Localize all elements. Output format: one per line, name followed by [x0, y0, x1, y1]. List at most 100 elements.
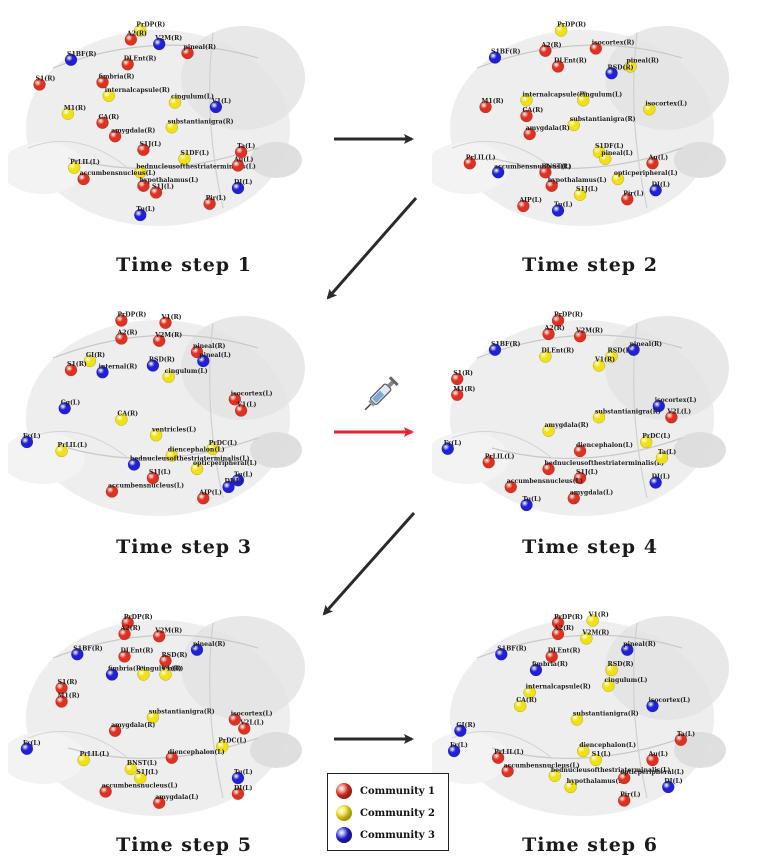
region-node-label: amygdala(L): [155, 794, 198, 801]
region-node-sphere: [488, 343, 502, 356]
region-node-label: S1J(L): [149, 469, 171, 476]
region-node-label: pineal(L): [601, 150, 633, 157]
region-node-label: isocortex(L): [231, 390, 273, 397]
region-node-label: DI(L): [652, 181, 671, 188]
region-node: S1(R): [450, 370, 473, 386]
region-node: cingulum(R): [137, 666, 183, 681]
region-node-label: RSD(R): [608, 64, 634, 71]
region-node: Pir(L): [621, 190, 644, 206]
region-node: Fr(L): [20, 433, 41, 449]
region-node-label: S1(R): [36, 76, 56, 83]
region-node-sphere: [639, 435, 653, 449]
region-node-label: substantianigra(R): [573, 711, 639, 718]
region-node: DI(L): [649, 474, 670, 489]
region-node-sphere: [165, 121, 179, 134]
region-node-label: Ta(L): [677, 731, 695, 738]
region-node-label: Pir(L): [620, 792, 641, 799]
region-node-label: AIP(L): [198, 489, 222, 496]
region-node-sphere: [181, 46, 194, 60]
region-node-sphere: [67, 161, 81, 174]
region-node: PrDP(R): [121, 614, 153, 629]
region-node-sphere: [617, 794, 631, 807]
region-node: S1BF(R): [71, 645, 103, 661]
region-node: A2(R): [542, 325, 565, 341]
legend: Community 1 Community 2 Community 3: [327, 773, 449, 851]
panel-time-step-4: PrDP(R)A2(R)V2M(R)S1BF(R)DLEnt(R)RSD(R)p…: [432, 298, 747, 523]
region-node-sphere: [454, 724, 467, 737]
region-node-sphere: [649, 476, 662, 489]
brain-outline: [432, 26, 729, 226]
region-node: Au(L): [646, 751, 668, 767]
region-node-label: hypothalamus(L): [139, 177, 198, 184]
region-node: accumbensnucleus(L): [105, 483, 184, 498]
region-node: V1(R): [159, 314, 182, 329]
region-node-label: accumbensnucleus(L): [507, 478, 583, 485]
region-node-label: Tu(L): [523, 496, 542, 503]
region-node-label: internalcapsule(R): [526, 684, 591, 691]
region-node-label: isocortex(R): [592, 40, 635, 47]
region-node-label: Ta(L): [237, 143, 255, 150]
region-node-sphere: [33, 78, 46, 91]
region-node-label: substantianigra(R): [570, 116, 636, 123]
region-node: substantianigra(R): [592, 408, 661, 424]
legend-item-community-2: Community 2: [336, 802, 440, 824]
region-node-sphere: [134, 166, 147, 179]
region-node: S1J(L): [573, 469, 598, 485]
region-node-sphere: [20, 435, 34, 449]
region-node: opticperipheral(L): [611, 170, 678, 186]
region-node: pineal(L): [599, 150, 633, 165]
region-node-sphere: [567, 492, 580, 505]
region-node-label: Fr(L): [23, 433, 41, 440]
region-node-sphere: [573, 444, 587, 458]
region-node-sphere: [450, 388, 464, 401]
region-node: CA(R): [520, 107, 543, 123]
region-node: S1BF(R): [488, 49, 520, 64]
region-node: bednucleusofthestriaterminalis(L): [548, 767, 670, 782]
region-node: amygdala(R): [542, 422, 589, 437]
region-node: Pir(L): [203, 195, 226, 210]
region-node-label: accumbensnucleus(L): [102, 783, 178, 790]
region-node: Tu(L): [520, 496, 542, 512]
region-node: RSD(R): [159, 652, 188, 668]
region-node-sphere: [159, 668, 172, 681]
region-node: substantianigra(R): [165, 118, 234, 134]
region-node: RSD(R): [146, 357, 175, 372]
region-node-label: S1BF(R): [497, 645, 526, 652]
region-node: cingulum(L): [602, 677, 648, 692]
region-node-sphere: [643, 103, 656, 116]
region-node-sphere: [118, 627, 131, 641]
region-node-label: V1(L): [236, 402, 256, 409]
region-node-sphere: [573, 471, 587, 485]
region-node: isocortex(R): [589, 40, 635, 55]
region-node-sphere: [599, 152, 612, 165]
region-node-label: pineal(R): [630, 341, 663, 348]
region-node-sphere: [108, 130, 122, 143]
region-node: cingulum(L): [162, 368, 208, 383]
region-node-sphere: [96, 116, 109, 129]
region-node-sphere: [539, 166, 552, 179]
region-node-label: Pir(L): [623, 190, 644, 197]
region-node-label: S1DF(L): [595, 143, 624, 150]
region-node-label: DI(L): [234, 785, 253, 792]
region-node: M1(R): [61, 105, 86, 120]
region-node: S1BF(R): [495, 645, 527, 661]
region-node-sphere: [190, 462, 204, 476]
region-node-label: PrLIL(L): [494, 749, 524, 756]
region-node-sphere: [159, 316, 172, 329]
label-time-step-1: Time step 1: [116, 254, 252, 276]
region-node-sphere: [134, 208, 147, 222]
region-node-sphere: [520, 109, 533, 123]
region-node-sphere: [592, 359, 606, 372]
region-node: Tu(L): [231, 471, 253, 487]
region-node: V2M(R): [152, 332, 182, 347]
region-node: diencephalon(L): [576, 742, 636, 758]
region-node-sphere: [121, 58, 134, 71]
region-node-sphere: [576, 744, 590, 758]
region-node: Cg(L): [58, 399, 80, 415]
region-node-label: hypothalamus(L): [548, 177, 607, 184]
region-node-sphere: [238, 722, 251, 735]
region-node: hypothalamus(L): [564, 778, 626, 794]
region-node: accumbensnucleus(L): [501, 762, 580, 778]
region-node-label: fimbria(R): [99, 73, 135, 80]
region-node: V1(R): [592, 357, 615, 372]
